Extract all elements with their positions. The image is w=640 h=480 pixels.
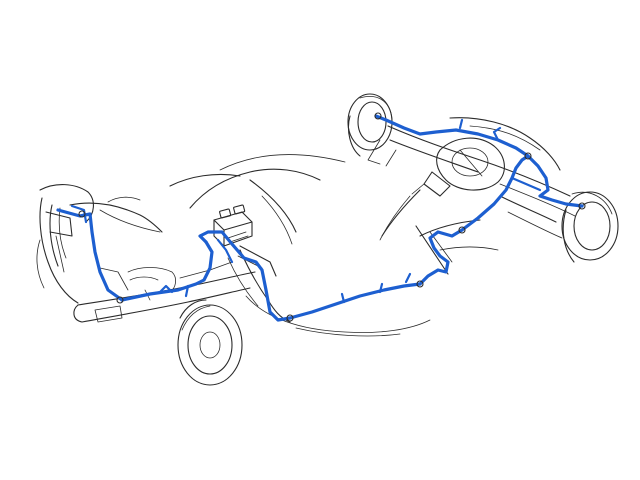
proportioning-valve-junction <box>418 228 464 286</box>
front-chassis <box>36 154 431 386</box>
rear-feed-line <box>460 154 530 232</box>
front-crossover-line <box>120 240 214 302</box>
fittings <box>78 112 586 322</box>
front-left-hose <box>70 204 88 224</box>
rear-axle-brake-line <box>374 114 530 158</box>
master-cylinder-outlet-line <box>198 230 292 322</box>
rear-axle-assembly <box>347 93 619 275</box>
rear-right-brake-line <box>526 154 584 208</box>
main-brake-line <box>288 282 422 320</box>
front-left-brake-line <box>56 208 124 302</box>
brake-lines <box>56 114 584 322</box>
